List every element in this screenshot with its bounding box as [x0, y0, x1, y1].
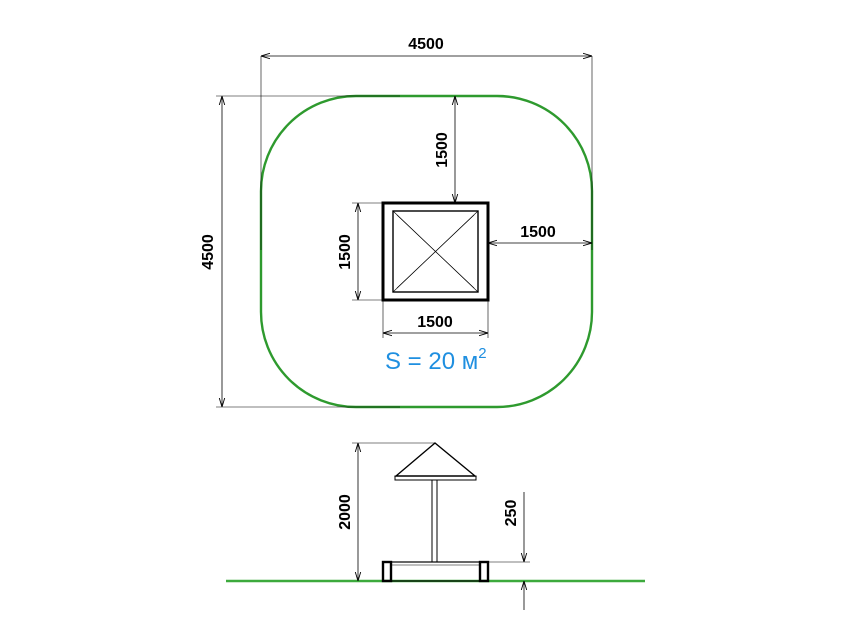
- inner-right-dimension: 1500: [488, 224, 592, 243]
- overall-height-label: 4500: [200, 234, 217, 270]
- area-exponent: 2: [478, 345, 486, 362]
- canopy-roof: [394, 442, 477, 477]
- side-height-label: 2000: [337, 494, 354, 530]
- inner-right-label: 1500: [520, 224, 556, 241]
- plan-view: 4500 4500 1500 1500: [200, 36, 594, 409]
- inner-left-dimension: 1500: [337, 202, 383, 301]
- inner-bottom-label: 1500: [417, 314, 453, 331]
- side-height-dimension: 2000: [337, 442, 435, 581]
- area-label: S = 20 м2: [385, 345, 487, 375]
- side-depth-dimension: 250: [488, 492, 530, 610]
- overall-height-dimension: 4500: [200, 95, 400, 408]
- inner-left-label: 1500: [337, 234, 354, 270]
- safety-zone-outline: [259, 94, 594, 409]
- side-depth-label: 250: [503, 500, 520, 527]
- inner-bottom-dimension: 1500: [382, 300, 489, 338]
- sandbox-frame-plan: [381, 201, 490, 302]
- sandbox-frame-side: [381, 560, 490, 583]
- inner-top-label: 1500: [434, 132, 451, 168]
- overall-width-dimension: 4500: [260, 36, 593, 250]
- area-value: S = 20 м: [385, 348, 478, 375]
- overall-width-label: 4500: [408, 36, 444, 53]
- inner-top-dimension: 1500: [434, 96, 455, 203]
- side-view: 2000 250: [226, 442, 645, 610]
- canopy-post: [431, 479, 438, 563]
